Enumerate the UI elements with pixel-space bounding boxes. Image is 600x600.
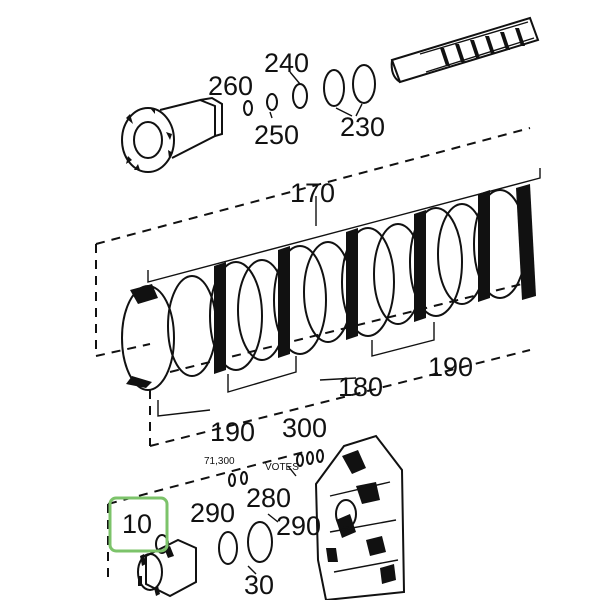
ring-30[interactable]: [218, 521, 273, 565]
callout-190-right[interactable]: 190: [428, 352, 473, 382]
ring-240[interactable]: [292, 83, 308, 109]
callout-190-left[interactable]: 190: [210, 417, 255, 447]
callout-170[interactable]: 170: [290, 178, 335, 208]
callout-180[interactable]: 180: [338, 372, 383, 402]
ring-260[interactable]: [243, 100, 253, 116]
part-10-highlight-box: [108, 496, 169, 553]
ring-230b[interactable]: [352, 64, 376, 104]
ring-250[interactable]: [266, 93, 278, 111]
callout-240[interactable]: 240: [264, 48, 309, 78]
callout-280[interactable]: 280: [246, 483, 291, 513]
ring-230a[interactable]: [323, 69, 345, 107]
callout-260[interactable]: 260: [208, 71, 253, 101]
callout-votes[interactable]: VOTES: [265, 462, 299, 473]
callout-290-left[interactable]: 290: [190, 498, 235, 528]
output-shaft[interactable]: [390, 16, 540, 84]
callout-10[interactable]: 10: [122, 509, 152, 539]
callout-230[interactable]: 230: [340, 112, 385, 142]
input-gear[interactable]: [121, 96, 223, 173]
callout-30[interactable]: 30: [244, 570, 274, 600]
callout-300[interactable]: 300: [282, 413, 327, 443]
valve-body[interactable]: [314, 434, 406, 600]
small-ring-71300[interactable]: [228, 471, 248, 487]
callout-250[interactable]: 250: [254, 120, 299, 150]
callout-290-right[interactable]: 290: [276, 511, 321, 541]
clutch-pack[interactable]: [121, 184, 536, 391]
callout-71300[interactable]: 71,300: [204, 456, 235, 467]
